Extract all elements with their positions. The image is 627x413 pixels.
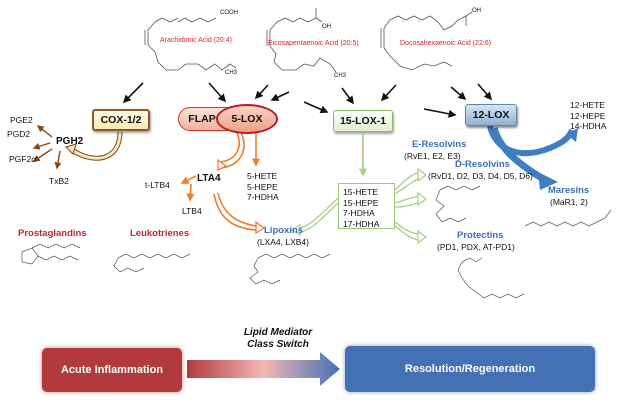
- acute-inflammation-banner: Acute Inflammation: [42, 348, 182, 392]
- leukotriene-structure: [113, 253, 191, 273]
- lox12-curved-arrow-maresins: [490, 126, 547, 184]
- product-5-hepe: 5-HEPE: [247, 181, 278, 192]
- pgd2-label: PGD2: [7, 129, 31, 139]
- eicosapentaenoic-acid-structure: [266, 8, 337, 73]
- resolvin-structure: [435, 185, 481, 223]
- lox5-arrows: [180, 129, 260, 231]
- e-resolvins-class-label: E-Resolvins: [412, 139, 467, 150]
- arrow-epa-to-5lox: [254, 84, 269, 100]
- d-resolvins-members: (RvD1, D2, D3, D4, D5, D6): [428, 171, 533, 181]
- lox12-products: 12-HETE 12-HEPE 14-HDHA: [570, 100, 606, 132]
- protectin-structure: [457, 257, 525, 299]
- product-12-hepe: 12-HEPE: [570, 110, 606, 121]
- epa-oh-label: OH: [322, 24, 331, 30]
- arrow-epa-to-12lox: [450, 86, 467, 101]
- arachidonic-acid-structure: [144, 17, 237, 71]
- product-7-hdha: 7-HDHA: [343, 208, 375, 218]
- aa-cooh-label: COOH: [220, 10, 238, 16]
- lox15-products-box: 15-HETE 15-HEPE 7-HDHA 17-HDHA: [338, 183, 395, 229]
- resolution-regeneration-banner: Resolution/Regeneration: [345, 346, 595, 392]
- class-switch-line1: Lipid Mediator: [243, 327, 313, 338]
- leukotrienes-class-label: Leukotrienes: [130, 228, 190, 239]
- class-switch-arrow: [187, 352, 340, 386]
- class-switch-label: Lipid Mediator Class Switch: [228, 327, 328, 351]
- docosahexaenoic-acid-structure: [380, 11, 473, 71]
- lox5-enzyme-box: 5-LOX: [216, 104, 278, 134]
- arachidonic-acid-label: Arachidonic Acid (20:4): [160, 37, 232, 44]
- product-5-hete: 5-HETE: [247, 171, 278, 181]
- eicosapentaenoic-acid-label: Eicosapentaenoic Acid (20:5): [268, 40, 359, 47]
- lta4-label: LTA4: [197, 173, 221, 184]
- protectins-members: (PD1, PDX, AT-PD1): [437, 242, 515, 252]
- prostaglandin-structure: [21, 243, 81, 265]
- lipoxins-class-label: Lipoxins: [264, 225, 304, 236]
- t-ltb4-label: t-LTB4: [145, 180, 170, 190]
- d-resolvins-class-label: D-Resolvins: [455, 159, 510, 170]
- prostaglandins-class-label: Prostaglandins: [18, 228, 87, 239]
- lox15-output-arrows: [299, 171, 421, 241]
- product-14-hdha: 14-HDHA: [570, 121, 607, 131]
- arrow-aa-to-5lox: [208, 82, 227, 103]
- lox5-direct-products: 5-HETE 5-HEPE 7-HDHA: [247, 171, 279, 203]
- docosahexaenoic-acid-label: Docosahexaenoic Acid (22:6): [400, 40, 492, 47]
- arrow-aa-to-12lox: [423, 108, 457, 118]
- product-12-hete: 12-HETE: [570, 100, 605, 110]
- lipoxin-structure: [249, 253, 331, 285]
- pge2-label: PGE2: [10, 115, 33, 125]
- arrow-aa-to-15lox: [303, 101, 329, 114]
- maresins-members: (MaR1, 2): [550, 197, 588, 207]
- lipoxins-members: (LXA4, LXB4): [257, 237, 309, 247]
- arrow-dha-to-12lox: [477, 83, 493, 101]
- ltb4-label: LTB4: [182, 206, 202, 216]
- product-15-hete: 15-HETE: [343, 187, 378, 197]
- dha-oh-label: OH: [472, 8, 481, 14]
- maresins-class-label: Maresins: [548, 185, 590, 196]
- cox-enzyme-box: COX-1/2: [92, 109, 150, 131]
- product-17-hdha: 17-HDHA: [343, 218, 380, 229]
- aa-ch3-label: CH3: [225, 70, 238, 76]
- epa-ch3-label: CH3: [334, 73, 347, 79]
- maresin-structure: [524, 209, 612, 227]
- arrow-epa-to-15lox: [341, 87, 354, 105]
- arrow-dha-to-15lox: [380, 84, 397, 102]
- pgh2-label: PGH2: [56, 136, 84, 147]
- class-switch-line2: Class Switch: [247, 339, 309, 350]
- product-7-hdha: 7-HDHA: [247, 192, 279, 202]
- txb2-label: TxB2: [49, 176, 69, 186]
- lox12-enzyme-box: 12-LOX: [465, 104, 517, 126]
- e-resolvins-members: (RvE1, E2, E3): [404, 151, 461, 161]
- pgh2-product-arrows: [32, 125, 62, 170]
- arrow-dha-to-5lox: [270, 91, 290, 101]
- pgf2a-label: PGF2α: [9, 154, 37, 164]
- product-15-hepe: 15-HEPE: [343, 197, 379, 208]
- protectins-class-label: Protectins: [457, 230, 504, 241]
- arrow-aa-to-cox: [122, 82, 144, 104]
- lox15-enzyme-box: 15-LOX-1: [333, 110, 393, 132]
- substrate-arrows: [122, 82, 493, 118]
